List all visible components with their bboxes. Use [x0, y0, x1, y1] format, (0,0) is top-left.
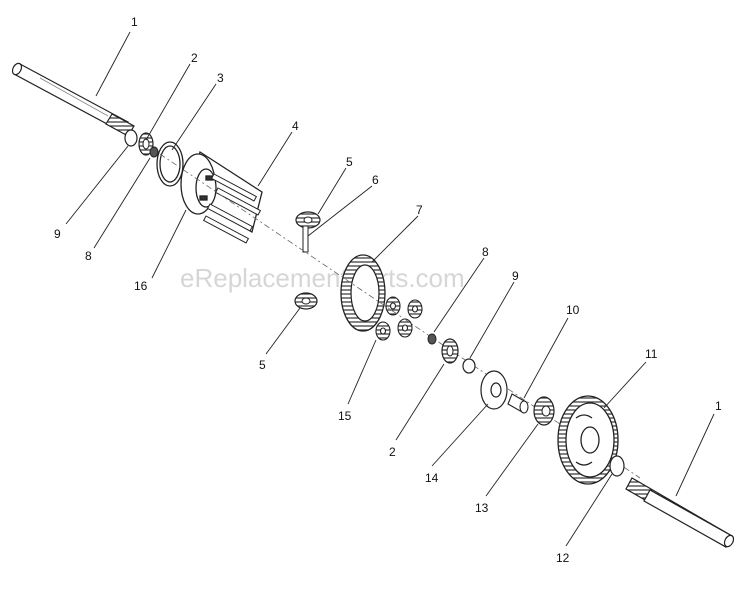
callout-2-left: 2 — [191, 51, 198, 65]
large-drive-gear — [557, 395, 619, 485]
washer-right — [462, 358, 476, 374]
callout-6: 6 — [372, 173, 379, 187]
callout-1-left: 1 — [131, 15, 138, 29]
bevel-gear-right — [441, 338, 459, 364]
callout-9-left: 9 — [54, 227, 61, 241]
bearing-left — [149, 146, 159, 158]
callout-2-right: 2 — [389, 445, 396, 459]
callout-4: 4 — [292, 119, 299, 133]
pinion-gear-lower — [294, 292, 318, 310]
callout-11: 11 — [645, 347, 658, 361]
callout-5-lower: 5 — [259, 358, 266, 372]
o-ring — [156, 141, 184, 187]
callout-8-right: 8 — [482, 245, 489, 259]
pinion-pins — [202, 173, 262, 244]
thrust-washer — [480, 370, 508, 410]
callout-14: 14 — [425, 471, 439, 485]
pinion-shaft — [302, 225, 309, 253]
callout-5-upper: 5 — [346, 155, 353, 169]
callout-8-left: 8 — [85, 249, 92, 263]
leader-lines — [65, 31, 715, 547]
bearing-right — [427, 333, 437, 345]
watermark: eReplacementParts.com — [180, 263, 465, 293]
callout-7: 7 — [416, 203, 423, 217]
assembly-axis — [159, 153, 641, 479]
bevel-gear-left — [138, 132, 154, 156]
callout-1-right: 1 — [715, 399, 722, 413]
axle-shaft-right — [625, 477, 735, 548]
callout-10: 10 — [566, 303, 580, 317]
callout-9-right: 9 — [512, 269, 519, 283]
bushing — [507, 393, 529, 414]
ring-gear — [340, 254, 386, 332]
callout-3: 3 — [217, 71, 224, 85]
callout-13: 13 — [475, 501, 489, 515]
axle-shaft-left — [11, 62, 135, 137]
spur-gear-cluster — [375, 296, 423, 341]
callout-16: 16 — [134, 279, 148, 293]
washer-outer — [609, 455, 625, 477]
callout-12: 12 — [556, 551, 570, 565]
drive-spur-gear — [533, 396, 555, 426]
callout-15: 15 — [338, 409, 352, 423]
washer-left — [124, 129, 138, 147]
